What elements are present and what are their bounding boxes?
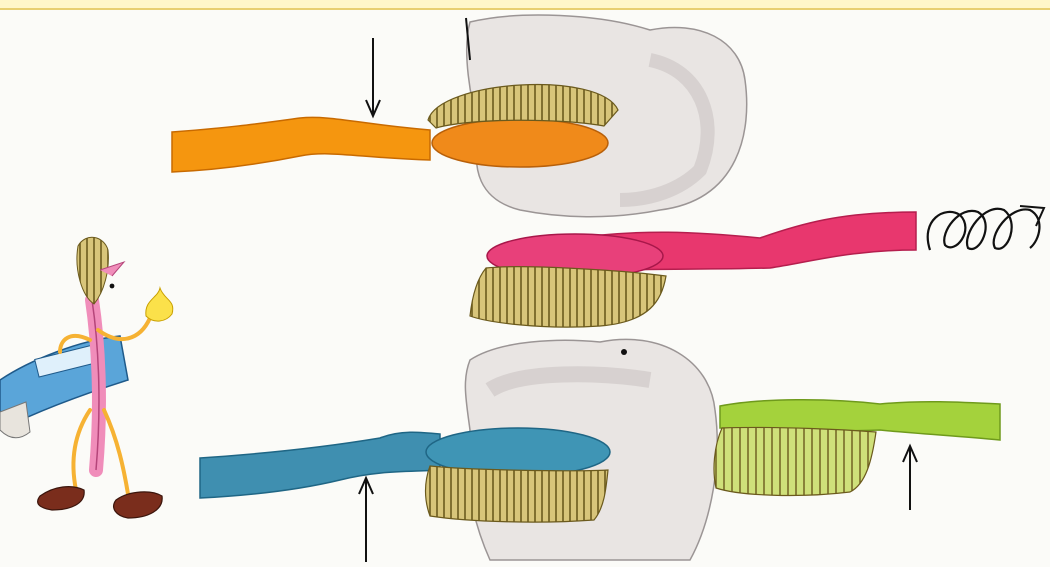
orange-toothbrush [172,85,618,172]
down-arrow-icon [366,38,380,116]
up-arrow-icon [359,478,373,562]
toothbrush-character [0,237,173,518]
green-toothbrush [714,400,1000,496]
blue-toothbrush [200,428,610,522]
circular-motion-icon [928,206,1044,250]
pink-toothbrush [470,212,916,327]
up-arrow-icon-right [903,446,917,510]
